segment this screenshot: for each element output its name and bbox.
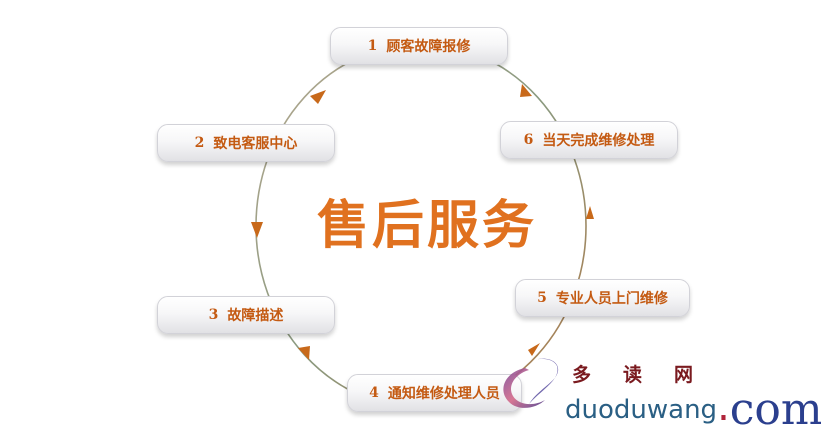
step-label: 专业人员上门维修 — [555, 291, 668, 307]
watermark-logo-icon — [503, 358, 559, 408]
step-number: 4 — [369, 385, 379, 401]
watermark-domain: duoduwang.com — [565, 378, 821, 435]
arrow-5-to-6 — [586, 206, 594, 219]
step-4-box: 4 通知维修处理人员 — [347, 374, 522, 412]
step-5-box: 5 专业人员上门维修 — [515, 279, 690, 317]
arrow-3-to-4 — [298, 346, 310, 360]
service-cycle-diagram: 1 顾客故障报修 2 致电客服中心 3 故障描述 4 通知维修处理人员 5 专业… — [157, 27, 821, 435]
step-number: 5 — [537, 290, 547, 306]
step-label: 当天完成维修处理 — [542, 133, 655, 149]
step-number: 3 — [208, 307, 219, 323]
step-label: 顾客故障报修 — [386, 39, 471, 55]
arrow-6-to-1 — [520, 84, 532, 97]
step-label: 致电客服中心 — [213, 136, 298, 152]
center-title: 售后服务 — [316, 196, 537, 256]
watermark-tld: com — [729, 384, 821, 435]
arrow-1-to-2 — [310, 90, 326, 104]
watermark-chinese: 多读网 — [572, 364, 726, 386]
step-2-box: 2 致电客服中心 — [157, 124, 335, 162]
step-number: 6 — [523, 132, 534, 148]
step-1-box: 1 顾客故障报修 — [330, 27, 508, 65]
step-6-box: 6 当天完成维修处理 — [500, 121, 678, 159]
watermark-domain-name: duoduwang — [565, 395, 718, 425]
step-number: 1 — [367, 38, 378, 54]
arrow-4-to-5 — [528, 343, 540, 356]
step-label: 通知维修处理人员 — [387, 386, 500, 402]
watermark-dot: . — [717, 384, 730, 430]
arrow-2-to-3 — [251, 222, 263, 238]
step-3-box: 3 故障描述 — [157, 296, 335, 334]
step-label: 故障描述 — [227, 308, 284, 324]
step-number: 2 — [194, 135, 205, 151]
